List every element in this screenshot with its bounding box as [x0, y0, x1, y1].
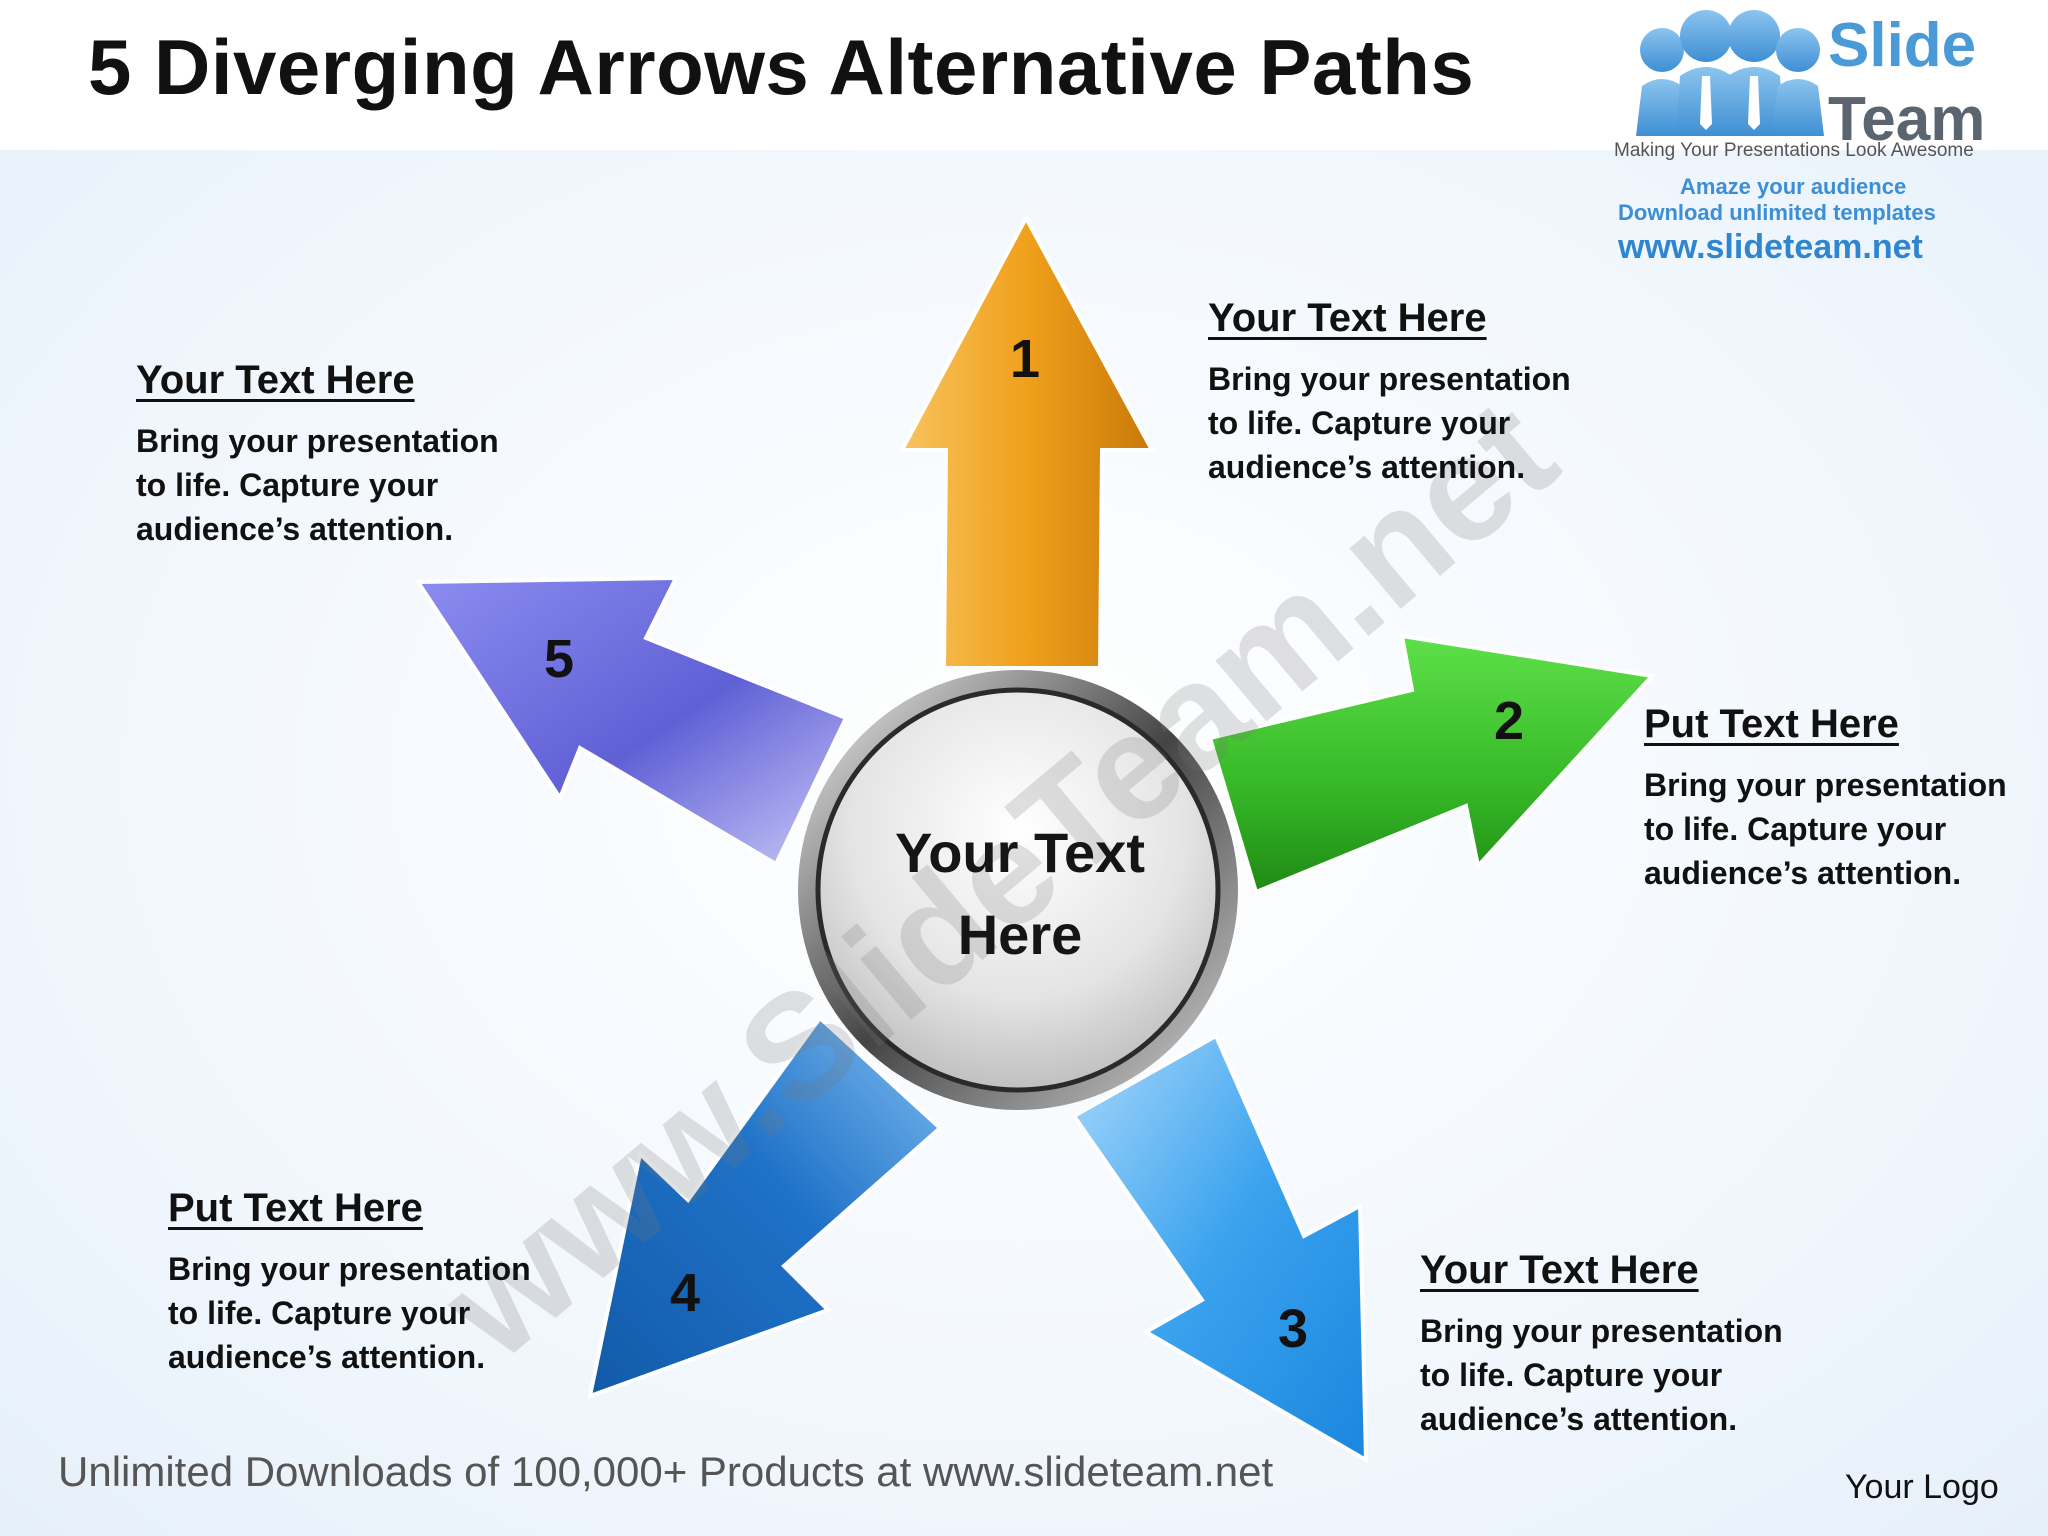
body-line: audience’s attention. — [136, 511, 454, 547]
body-line: audience’s attention. — [1644, 855, 1962, 891]
arrow-3-down-right — [1071, 1033, 1369, 1464]
text-block-1-heading: Your Text Here — [1208, 296, 1487, 340]
body-line: to life. Capture your — [1644, 811, 1947, 847]
center-disc — [815, 687, 1221, 1093]
arrow-3-number: 3 — [1278, 1299, 1309, 1359]
arrow-1-up — [898, 213, 1156, 670]
text-block-5-body: Bring your presentation to life. Capture… — [136, 419, 499, 551]
body-line: Bring your presentation — [1420, 1313, 1783, 1349]
arrow-2-right — [1207, 633, 1656, 895]
logo-promo-line-2: Download unlimited templates — [1618, 200, 1936, 225]
body-line: to life. Capture your — [168, 1295, 471, 1331]
arrow-5-number: 5 — [544, 629, 575, 689]
arrow-4-down-left — [587, 1015, 943, 1400]
text-block-4-body: Bring your presentation to life. Capture… — [168, 1247, 531, 1379]
logo-word-team: Team — [1828, 85, 1986, 154]
body-line: to life. Capture your — [1208, 405, 1511, 441]
arrow-2-number: 2 — [1494, 691, 1525, 751]
slide-title: 5 Diverging Arrows Alternative Paths — [88, 23, 1475, 111]
body-line: to life. Capture your — [1420, 1357, 1723, 1393]
center-label: Your Text Here — [840, 812, 1200, 976]
body-line: to life. Capture your — [136, 467, 439, 503]
text-block-5-heading: Your Text Here — [136, 358, 415, 402]
logo-tagline: Making Your Presentations Look Awesome — [1614, 140, 1974, 161]
your-logo-placeholder: Your Logo — [1845, 1468, 1999, 1506]
body-line: Bring your presentation — [136, 423, 499, 459]
footer-promo: Unlimited Downloads of 100,000+ Products… — [58, 1448, 1274, 1495]
text-block-4: Put Text Here Bring your presentation to… — [168, 1186, 531, 1379]
body-line: Bring your presentation — [1644, 767, 2007, 803]
slideteam-logo: Slide Team Making Your Presentations Loo… — [1612, 6, 2024, 266]
logo-url[interactable]: www.slideteam.net — [1618, 228, 1923, 266]
text-block-3-body: Bring your presentation to life. Capture… — [1420, 1309, 1783, 1441]
people-logo-icon — [1636, 10, 1824, 136]
text-block-2-body: Bring your presentation to life. Capture… — [1644, 763, 2007, 895]
body-line: audience’s attention. — [1208, 449, 1526, 485]
body-line: audience’s attention. — [1420, 1401, 1738, 1437]
text-block-2-heading: Put Text Here — [1644, 702, 1899, 746]
text-block-1: Your Text Here Bring your presentation t… — [1208, 296, 1571, 489]
body-line: Bring your presentation — [1208, 361, 1571, 397]
center-label-line-2: Here — [957, 903, 1083, 966]
text-block-1-body: Bring your presentation to life. Capture… — [1208, 357, 1571, 489]
logo-promo-line-1: Amaze your audience — [1680, 174, 1907, 199]
text-block-3: Your Text Here Bring your presentation t… — [1420, 1248, 1783, 1441]
body-line: Bring your presentation — [168, 1251, 531, 1287]
logo-word-slide: Slide — [1828, 11, 1977, 80]
text-block-4-heading: Put Text Here — [168, 1186, 423, 1230]
arrow-5-up-left — [414, 575, 849, 867]
text-block-3-heading: Your Text Here — [1420, 1248, 1699, 1292]
body-line: audience’s attention. — [168, 1339, 486, 1375]
text-block-5: Your Text Here Bring your presentation t… — [136, 358, 499, 551]
arrow-1-number: 1 — [1010, 329, 1041, 389]
center-label-line-1: Your Text — [895, 821, 1145, 884]
arrow-4-number: 4 — [670, 1263, 701, 1323]
text-block-2: Put Text Here Bring your presentation to… — [1644, 702, 2007, 895]
